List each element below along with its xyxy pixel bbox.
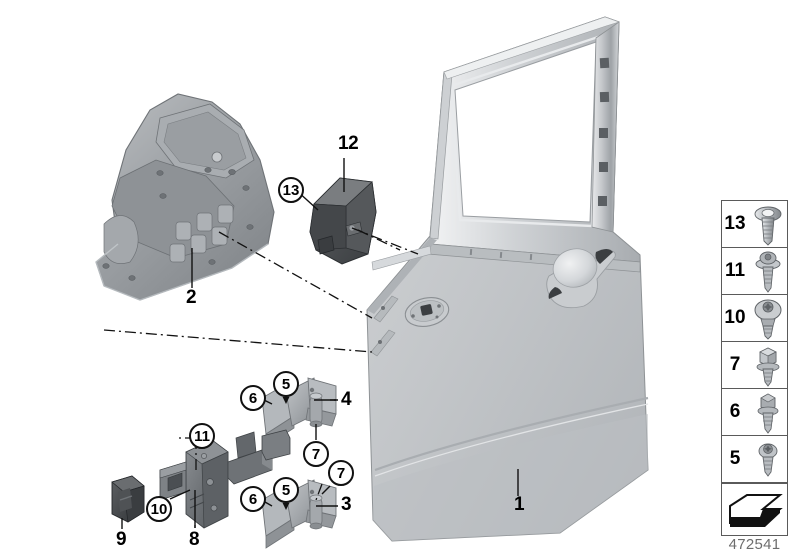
part-label-1: 1 bbox=[514, 494, 525, 515]
legend-row-7: 7 bbox=[722, 342, 787, 389]
callout-5-upper-hinge: 5 bbox=[273, 371, 299, 397]
part-label-4: 4 bbox=[341, 389, 352, 410]
legend-row-5: 5 bbox=[722, 436, 787, 483]
legend-fastener-5-icon bbox=[748, 436, 788, 482]
legend-row-direction-arrow bbox=[722, 483, 787, 535]
control-module-art bbox=[309, 177, 377, 265]
legend-row-11: 11 bbox=[722, 248, 787, 295]
legend-number-10: 10 bbox=[724, 307, 746, 328]
legend-fastener-10-icon bbox=[748, 295, 788, 341]
diagram-number: 472541 bbox=[728, 536, 781, 553]
door-hinge-mount-area bbox=[370, 295, 399, 357]
legend-number-7: 7 bbox=[729, 354, 741, 375]
legend-fastener-11-icon bbox=[748, 248, 788, 294]
callout-11-brake-screw: 11 bbox=[189, 423, 215, 449]
part-label-3: 3 bbox=[341, 494, 352, 515]
legend-number-6: 6 bbox=[729, 401, 741, 422]
callout-7-upper-hinge: 7 bbox=[303, 441, 329, 467]
callout-13-module-screw: 13 bbox=[278, 177, 304, 203]
legend-row-6: 6 bbox=[722, 389, 787, 436]
legend-fastener-6-icon bbox=[748, 389, 788, 435]
callout-7-lower-hinge: 7 bbox=[328, 460, 354, 486]
legend-number-13: 13 bbox=[724, 213, 746, 234]
callout-6-lower-hinge: 6 bbox=[240, 486, 266, 512]
brake-cover-cap-art bbox=[111, 475, 145, 523]
callout-6-upper-hinge: 6 bbox=[240, 385, 266, 411]
part-label-9: 9 bbox=[116, 529, 127, 550]
part-label-8: 8 bbox=[189, 529, 200, 550]
legend-row-10: 10 bbox=[722, 295, 787, 342]
legend-number-5: 5 bbox=[729, 448, 741, 469]
callout-10-brake-screw: 10 bbox=[146, 496, 172, 522]
leader-lines bbox=[121, 158, 519, 529]
legend-fastener-13-icon bbox=[748, 201, 788, 247]
callout-5-lower-hinge: 5 bbox=[273, 477, 299, 503]
door-shell-art bbox=[366, 16, 649, 542]
legend-row-13: 13 bbox=[722, 201, 787, 248]
legend-fastener-7-icon bbox=[748, 342, 788, 388]
door-brake-art bbox=[159, 429, 291, 529]
axis-arrowheads bbox=[282, 397, 290, 510]
carrier-bosses bbox=[169, 204, 234, 263]
mirror-mount-recess bbox=[404, 297, 450, 327]
part-label-2: 2 bbox=[186, 287, 197, 308]
legend-number-11: 11 bbox=[724, 260, 746, 281]
door-carrier-panel-art bbox=[95, 93, 275, 301]
part-label-12: 12 bbox=[338, 133, 359, 154]
door-handle-recess bbox=[546, 248, 616, 309]
fastener-legend-panel: 13 bbox=[721, 200, 788, 536]
direction-arrow-icon bbox=[722, 484, 787, 535]
